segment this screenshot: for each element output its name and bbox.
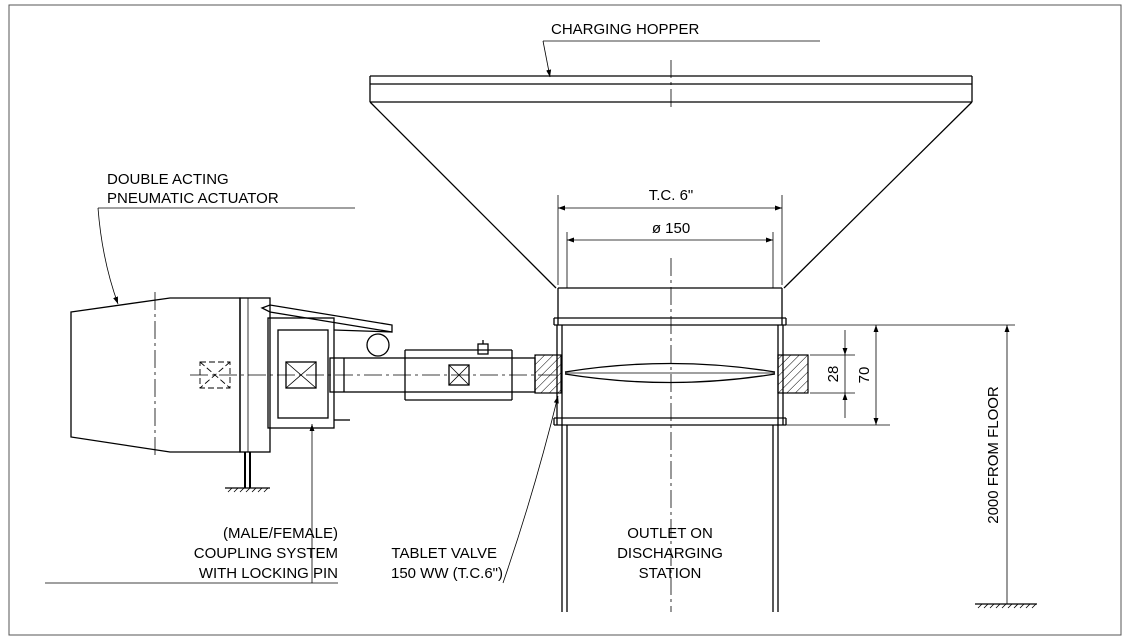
label-actuator-line2: PNEUMATIC ACTUATOR <box>107 190 279 207</box>
outlet-pipe <box>553 258 787 612</box>
drive-shaft <box>190 340 560 401</box>
label-actuator-line1: DOUBLE ACTING <box>107 171 229 188</box>
label-charging-hopper: CHARGING HOPPER <box>551 21 700 38</box>
label-coupling-line1: (MALE/FEMALE) <box>223 525 338 542</box>
label-outlet-line2: DISCHARGING <box>617 545 723 562</box>
valve-seat-left <box>534 354 562 394</box>
label-valve-line1: TABLET VALVE <box>391 545 497 562</box>
pneumatic-actuator <box>70 292 393 493</box>
label-coupling-line2: COUPLING SYSTEM <box>194 545 338 562</box>
label-outlet-line3: STATION <box>639 565 702 582</box>
dim-70: 70 <box>856 367 873 384</box>
drawing-frame <box>8 4 1122 636</box>
dim-28: 28 <box>825 366 842 383</box>
label-outlet-line1: OUTLET ON <box>627 525 713 542</box>
label-valve-line2: 150 WW (T.C.6") <box>391 565 503 582</box>
charging-hopper <box>369 60 973 289</box>
label-coupling-line3: WITH LOCKING PIN <box>199 565 338 582</box>
dim-tc-6: T.C. 6" <box>649 187 694 204</box>
valve-seat-right <box>777 354 809 394</box>
dim-diameter-150: ø 150 <box>652 220 690 237</box>
dim-2000-from-floor: 2000 FROM FLOOR <box>985 386 1002 524</box>
